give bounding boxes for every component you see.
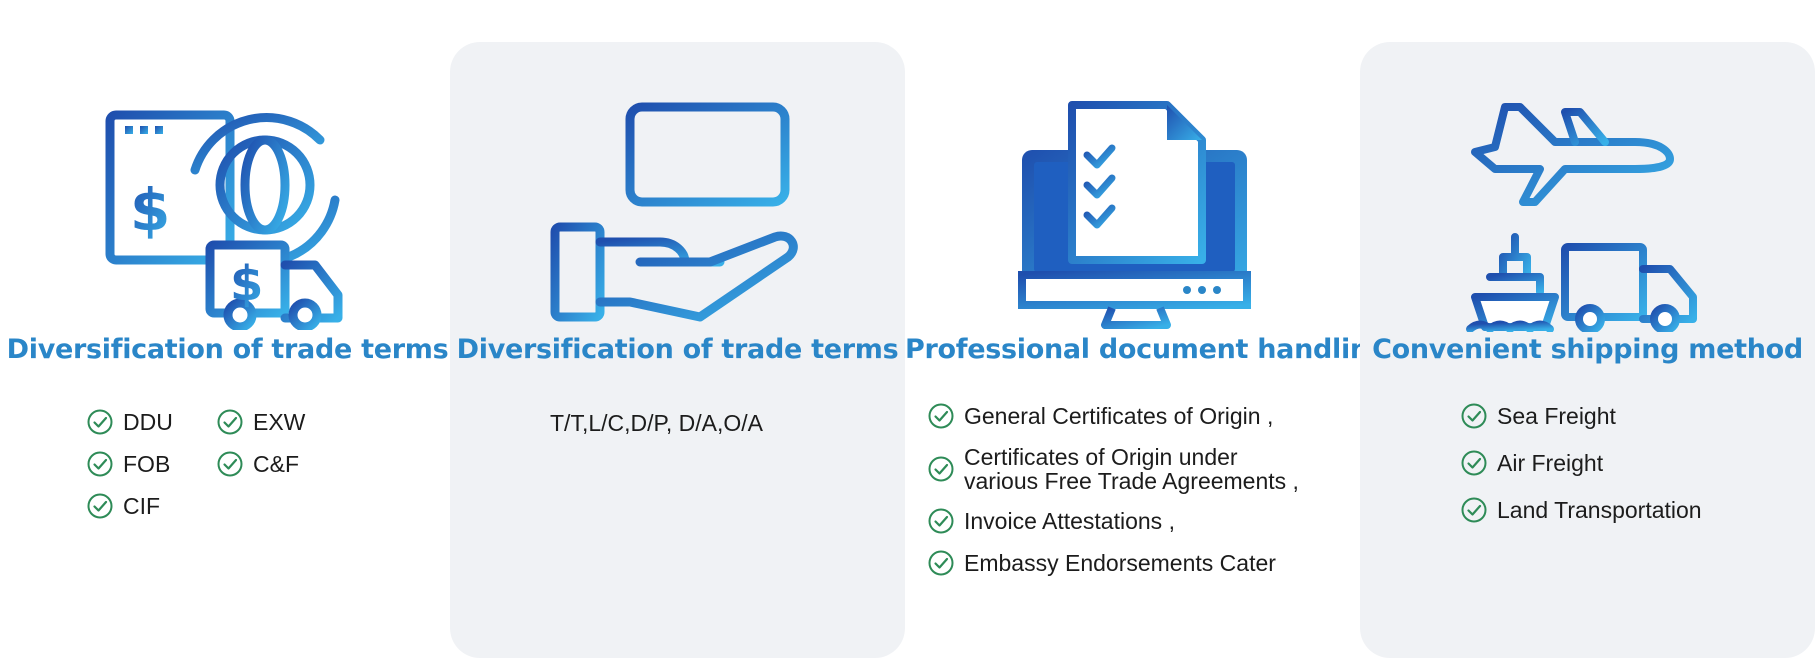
list-item: Invoice Attestations , (927, 509, 1175, 535)
check-circle-icon (216, 408, 244, 436)
list-item: DDU (86, 410, 173, 436)
payment-terms-card: Diversification of trade terms T/T,L/C,D… (450, 42, 905, 658)
svg-text:$: $ (230, 256, 263, 312)
list-item: Sea Freight (1460, 404, 1616, 430)
card-title: Diversification of trade terms (6, 334, 449, 365)
list-item: Embassy Endorsements Cater (927, 551, 1276, 577)
list-item: General Certificates of Origin , (927, 404, 1273, 430)
check-circle-icon (1460, 449, 1488, 477)
list-item: EXW (216, 410, 305, 436)
shipping-method-card: Convenient shipping method Sea Freight A… (1360, 42, 1815, 658)
check-circle-icon (927, 549, 955, 577)
check-circle-icon (216, 450, 244, 478)
check-circle-icon (1460, 496, 1488, 524)
document-monitor-icon (1018, 101, 1251, 330)
svg-text:$: $ (130, 176, 170, 244)
list-item: Certificates of Origin under various Fre… (927, 445, 1299, 493)
shipping-plane-ship-truck-icon (1466, 103, 1697, 332)
check-circle-icon (927, 402, 955, 430)
document-handling-card: Professional document handling General C… (905, 42, 1388, 658)
payment-terms-text: T/T,L/C,D/P, D/A,O/A (550, 410, 764, 436)
payment-hand-card-icon (550, 102, 798, 322)
list-item: C&F (216, 452, 299, 478)
card-title: Professional document handling (905, 334, 1388, 365)
card-title: Convenient shipping method (1372, 334, 1803, 365)
card-title: Diversification of trade terms (456, 334, 899, 365)
check-circle-icon (927, 455, 955, 483)
check-circle-icon (1460, 402, 1488, 430)
check-circle-icon (927, 507, 955, 535)
check-circle-icon (86, 492, 114, 520)
list-item: FOB (86, 452, 170, 478)
trade-globe-truck-icon: $ $ (105, 110, 343, 330)
list-item: CIF (86, 494, 160, 520)
list-item: Land Transportation (1460, 498, 1702, 524)
trade-terms-card: $ $ Diversification of trade terms DDU E… (0, 42, 455, 658)
list-item: Air Freight (1460, 451, 1603, 477)
check-circle-icon (86, 408, 114, 436)
check-circle-icon (86, 450, 114, 478)
